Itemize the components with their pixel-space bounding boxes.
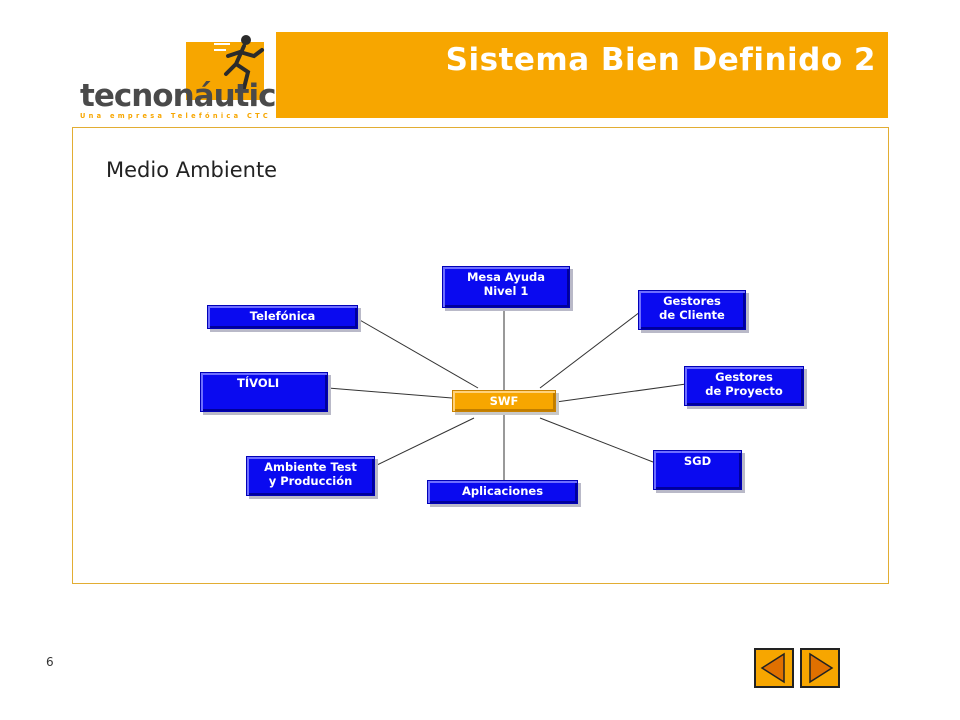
page-number: 6 [46, 655, 54, 669]
node-tivoli: TÍVOLI [200, 372, 328, 412]
node-sgd: SGD [653, 450, 742, 490]
connector-telefonica [357, 318, 479, 389]
slide-subtitle: Medio Ambiente [106, 158, 278, 182]
connector-sgd [539, 417, 654, 463]
runner-figure-icon [214, 35, 264, 90]
node-gestores-cliente: Gestores de Cliente [638, 290, 746, 330]
connector-tivoli [327, 387, 453, 399]
node-ambiente-test: Ambiente Test y Producción [246, 456, 375, 496]
node-aplicaciones: Aplicaciones [427, 480, 578, 504]
node-mesa-ayuda: Mesa Ayuda Nivel 1 [442, 266, 570, 308]
connector-gestores-cliente [539, 311, 641, 389]
logo-orange-square [186, 42, 264, 100]
node-gestores-proyecto: Gestores de Proyecto [684, 366, 804, 406]
slide-title: Sistema Bien Definido 2 [445, 42, 876, 78]
triangle-right-icon [809, 652, 834, 684]
logo-wordmark: tecnonáutica [80, 78, 296, 114]
node-swf: SWF [452, 390, 556, 412]
content-frame [72, 127, 889, 584]
connector-gestores-proyecto [555, 383, 687, 403]
connector-ambiente [374, 417, 475, 467]
title-bar: Sistema Bien Definido 2 [276, 32, 888, 118]
next-slide-button[interactable] [800, 648, 840, 688]
logo-tagline: Una empresa Telefónica CTC Chile [80, 112, 312, 120]
company-logo: tecnonáutica Una empresa Telefónica CTC … [74, 30, 308, 125]
node-telefonica: Telefónica [207, 305, 358, 329]
triangle-left-icon [760, 652, 785, 684]
previous-slide-button[interactable] [754, 648, 794, 688]
